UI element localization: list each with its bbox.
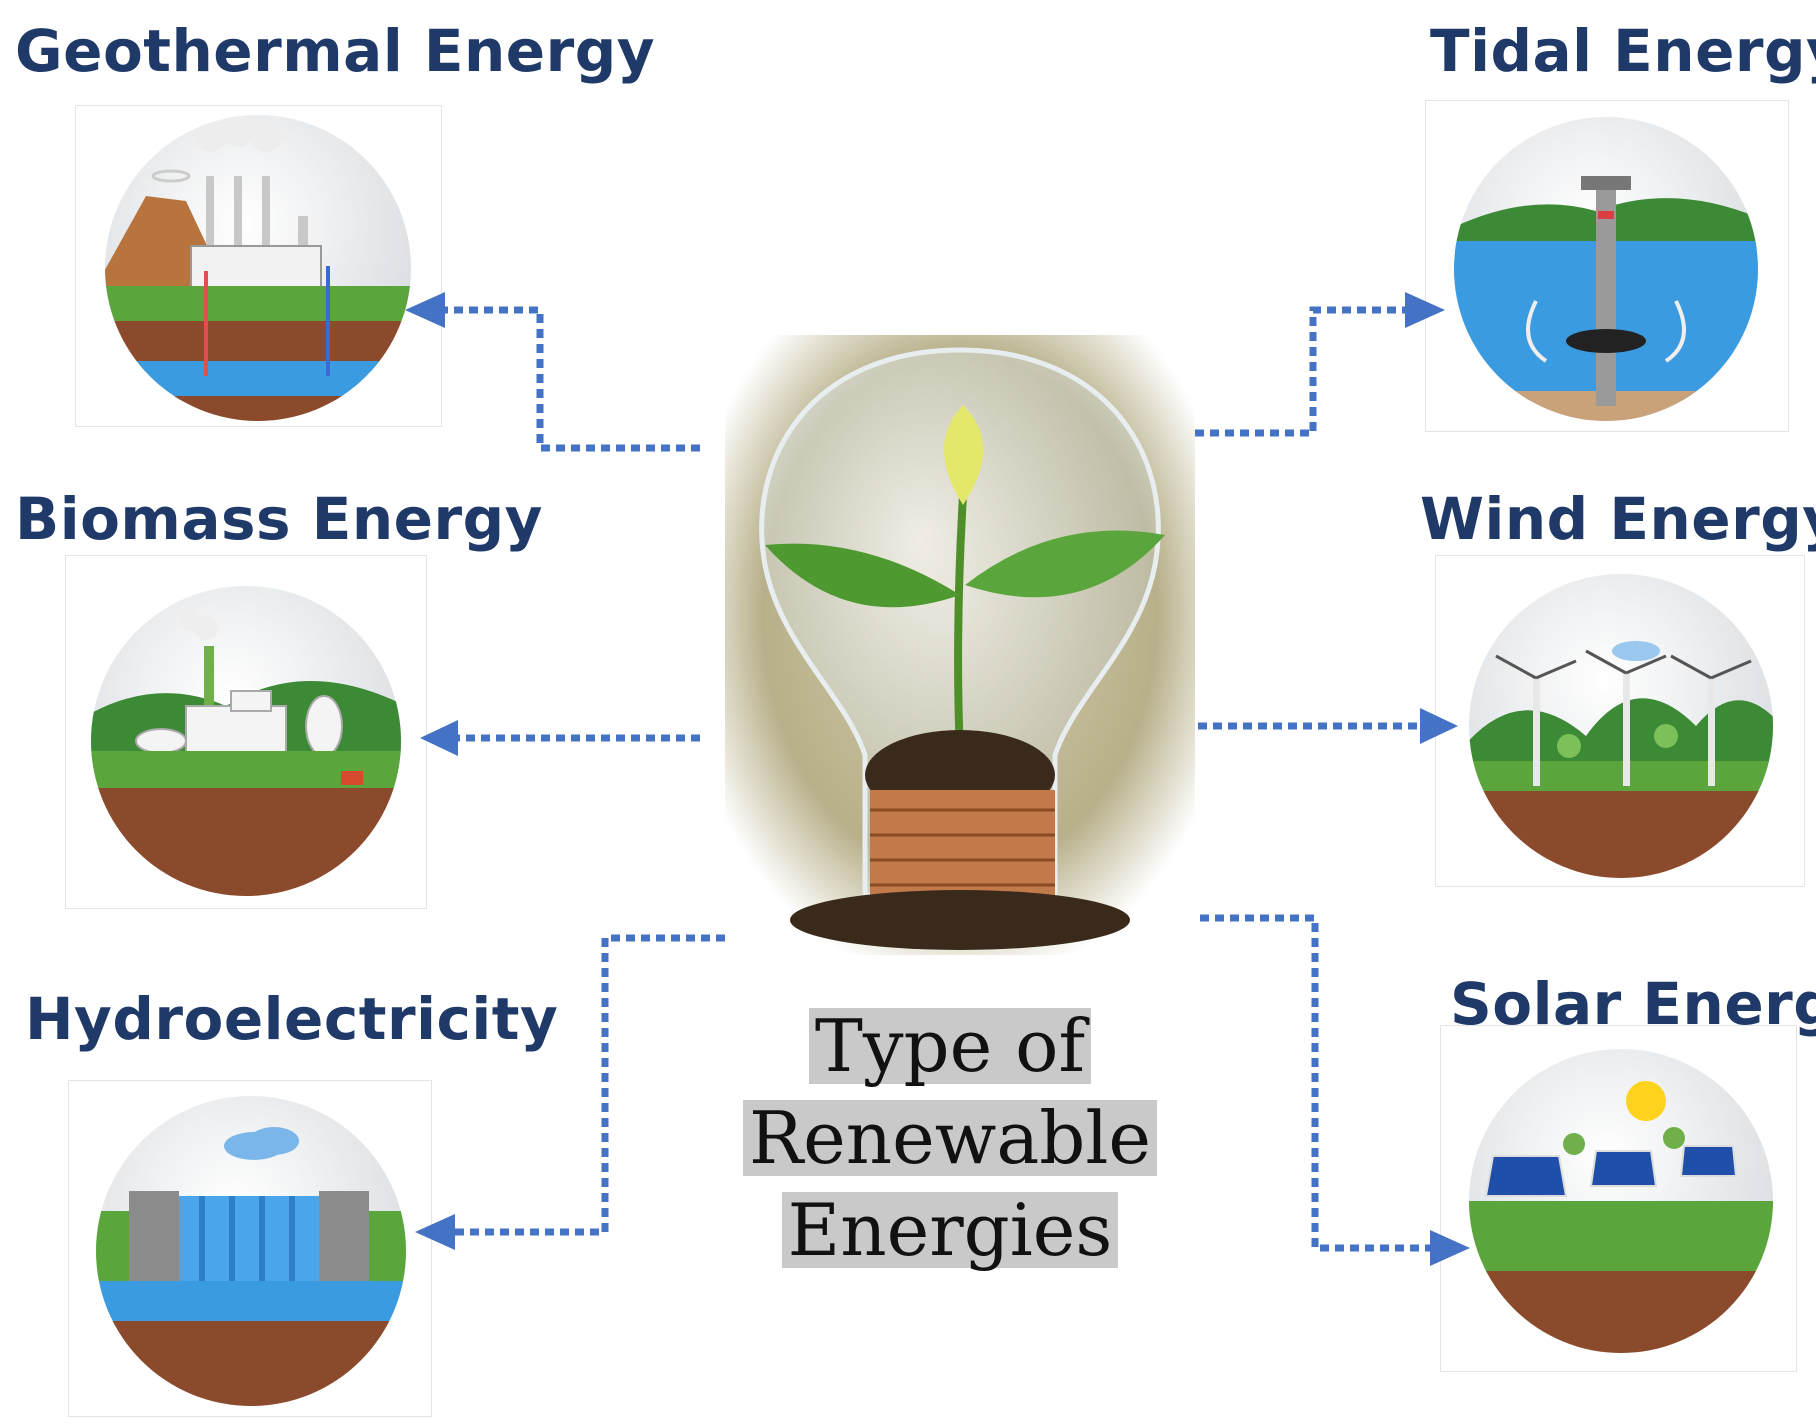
lightbulb-plant-image — [725, 335, 1195, 955]
wind-title: Wind Energy — [1420, 485, 1816, 553]
wind-illustration — [1435, 555, 1805, 887]
biomass-illustration — [65, 555, 427, 909]
connector-solar — [1185, 914, 1430, 1252]
geothermal-illustration — [75, 105, 442, 427]
hydro-title: Hydroelectricity — [25, 985, 559, 1053]
solar-title: Solar Energy — [1450, 970, 1816, 1038]
biomass-title: Biomass Energy — [15, 485, 543, 553]
center-caption: Type of Renewable Energies — [740, 1000, 1160, 1276]
tidal-illustration — [1425, 100, 1789, 432]
connector-tidal — [1195, 306, 1405, 437]
center-caption-line3: Energies — [781, 1192, 1119, 1268]
solar-illustration — [1440, 1025, 1797, 1372]
geothermal-title: Geothermal Energy — [15, 17, 656, 85]
center-caption-line1: Type of — [808, 1008, 1092, 1084]
connector-geothermal — [445, 306, 700, 452]
tidal-title: Tidal Energy — [1430, 17, 1816, 85]
hydro-illustration — [68, 1080, 432, 1417]
connector-hydro — [455, 934, 725, 1236]
center-caption-line2: Renewable — [742, 1100, 1158, 1176]
